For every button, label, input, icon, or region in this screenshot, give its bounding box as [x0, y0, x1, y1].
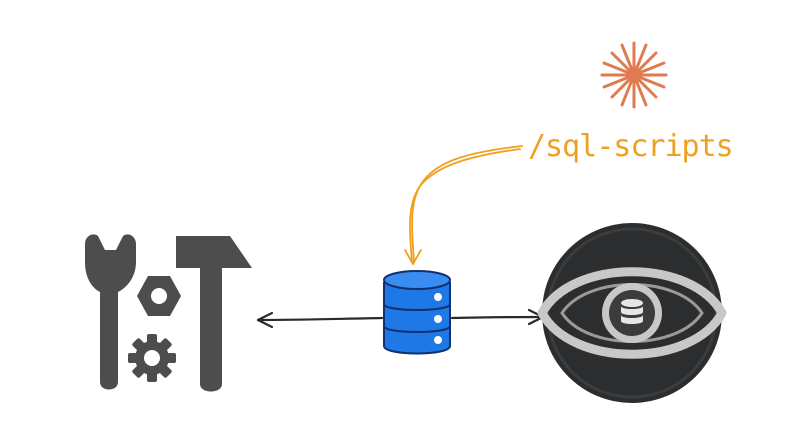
gear-icon: [128, 334, 176, 382]
arrow-to-tools: [256, 311, 384, 329]
eye-database-icon: [537, 223, 727, 403]
database-icon: [383, 270, 451, 355]
tools-icon: [85, 234, 252, 392]
sparkle-icon: [600, 41, 668, 109]
arrow-to-eye: [450, 308, 545, 326]
sql-scripts-label: /sql-scripts: [528, 129, 733, 164]
iris-database-icon: [621, 299, 643, 324]
sql-scripts-arrow: [404, 145, 523, 265]
hex-nut-icon: [137, 276, 181, 316]
